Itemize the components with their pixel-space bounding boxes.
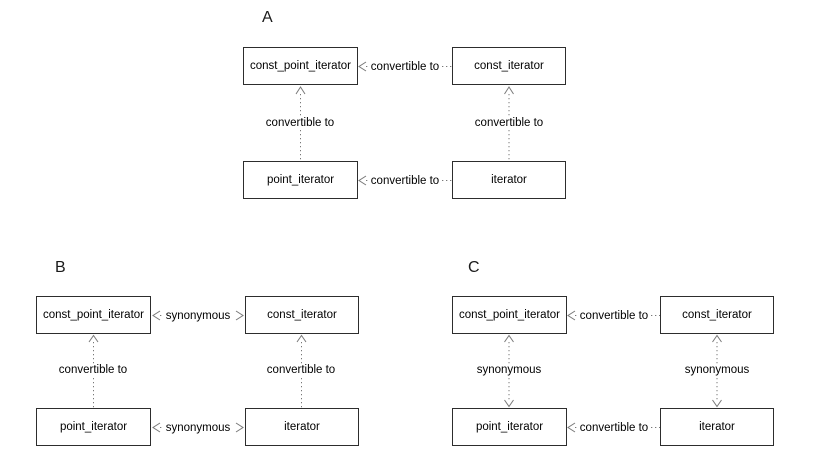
node-point-iterator: point_iterator <box>36 408 151 446</box>
node-point-iterator: point_iterator <box>243 161 358 199</box>
arrowhead-down-icon <box>712 399 722 408</box>
edge-label: synonymous <box>473 364 545 376</box>
edge-label: convertible to <box>576 422 652 434</box>
diagram-b-label: B <box>55 259 66 276</box>
arrowhead-up-icon <box>504 334 514 343</box>
arrowhead-down-icon <box>504 399 514 408</box>
arrowhead-left-icon <box>567 422 576 433</box>
node-iterator: iterator <box>660 408 774 446</box>
arrowhead-left-icon <box>567 310 576 321</box>
edge-label: synonymous <box>162 310 234 322</box>
diagram-c-label: C <box>468 259 480 276</box>
arrowhead-up-icon <box>295 86 306 95</box>
edge-label: synonymous <box>681 364 753 376</box>
edge-label: convertible to <box>262 117 338 129</box>
edge-label: convertible to <box>55 364 131 376</box>
edge-label: convertible to <box>367 175 443 187</box>
arrowhead-up-icon <box>712 334 722 343</box>
arrowhead-up-icon <box>88 334 99 343</box>
arrowhead-left-icon <box>358 175 367 186</box>
node-const-iterator: const_iterator <box>660 296 774 334</box>
arrowhead-left-icon <box>358 61 367 72</box>
node-const-iterator: const_iterator <box>452 47 566 85</box>
edge-label: convertible to <box>576 310 652 322</box>
diagram-a-label: A <box>262 9 273 26</box>
edge-label: convertible to <box>263 364 339 376</box>
arrowhead-right-icon <box>235 422 244 433</box>
node-const-point-iterator: const_point_iterator <box>452 296 567 334</box>
node-const-point-iterator: const_point_iterator <box>36 296 151 334</box>
node-point-iterator: point_iterator <box>452 408 567 446</box>
arrowhead-left-icon <box>152 422 161 433</box>
arrowhead-right-icon <box>235 310 244 321</box>
node-const-point-iterator: const_point_iterator <box>243 47 358 85</box>
node-iterator: iterator <box>245 408 359 446</box>
arrowhead-up-icon <box>296 334 307 343</box>
node-const-iterator: const_iterator <box>245 296 359 334</box>
edge-label: synonymous <box>162 422 234 434</box>
node-iterator: iterator <box>452 161 566 199</box>
arrowhead-left-icon <box>152 310 161 321</box>
edge-label: convertible to <box>367 61 443 73</box>
arrowhead-up-icon <box>504 86 514 95</box>
edge-label: convertible to <box>471 117 547 129</box>
